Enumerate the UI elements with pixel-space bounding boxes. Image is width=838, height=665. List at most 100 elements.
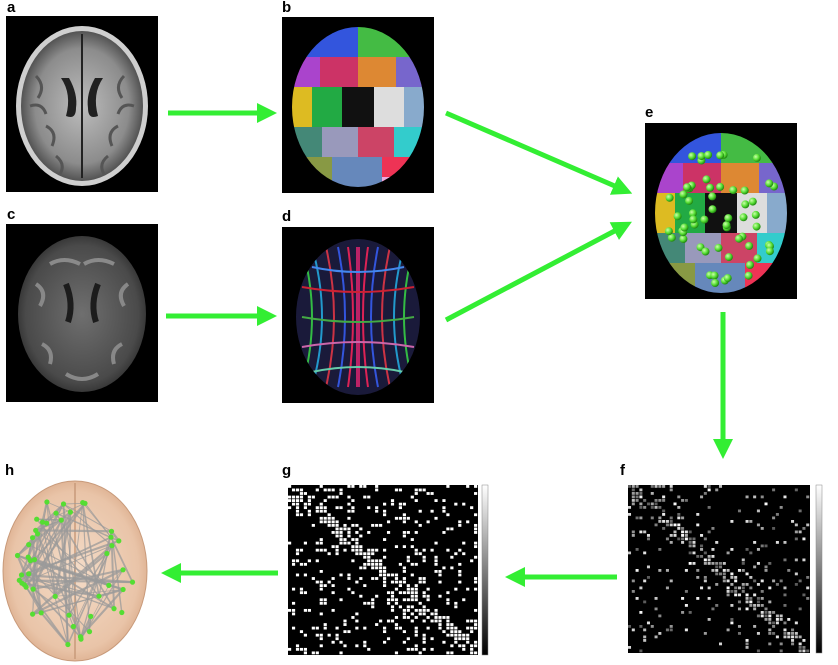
matrix-cell: [798, 530, 802, 534]
matrix-cell: [351, 485, 355, 488]
network-node: [129, 579, 136, 585]
node-sphere: [723, 274, 732, 283]
matrix-cell: [669, 520, 673, 523]
matrix-cell: [363, 584, 367, 587]
matrix-cell: [719, 562, 723, 565]
matrix-cell: [414, 499, 418, 502]
matrix-cell: [794, 572, 798, 576]
matrix-cell: [474, 608, 478, 612]
matrix-cell: [402, 598, 406, 602]
matrix-cell: [798, 509, 802, 513]
matrix-cell: [307, 513, 311, 517]
matrix-cell: [772, 488, 776, 492]
matrix-cell: [426, 598, 430, 602]
matrix-cell: [749, 586, 753, 590]
matrix-cell: [446, 651, 450, 655]
matrix-cell: [434, 559, 438, 563]
matrix-cell: [406, 559, 410, 563]
node-sphere: [700, 215, 709, 224]
matrix-cell: [681, 534, 685, 537]
panel-label-g: g: [282, 462, 292, 479]
matrix-cell: [798, 646, 802, 649]
matrix-cell: [331, 531, 335, 534]
matrix-cell: [371, 601, 375, 605]
matrix-cell: [454, 601, 458, 605]
matrix-cell: [288, 506, 292, 510]
matrix-cell: [367, 559, 371, 563]
matrix-cell: [335, 534, 339, 538]
matrix-cell: [402, 531, 406, 534]
matrix-cell: [303, 562, 307, 566]
network-edge: [79, 615, 92, 638]
matrix-cell: [734, 590, 738, 593]
matrix-cell: [760, 527, 764, 530]
matrix-cell: [438, 573, 442, 577]
matrix-cell: [454, 637, 458, 641]
matrix-cell: [756, 548, 760, 551]
matrix-cell: [764, 611, 768, 614]
matrix-cell: [753, 565, 757, 569]
matrix-cell: [315, 509, 319, 513]
node-sphere: [741, 200, 750, 209]
matrix-cell: [315, 626, 319, 630]
matrix-cell: [303, 651, 307, 655]
matrix-cell: [351, 499, 355, 502]
matrix-cell: [639, 502, 643, 506]
matrix-cell: [386, 520, 391, 524]
node-sphere: [765, 179, 774, 188]
matrix-cell: [458, 562, 462, 566]
matrix-cell: [756, 509, 760, 513]
matrix-cell: [446, 513, 450, 517]
node-sphere: [710, 271, 719, 280]
matrix-cell: [371, 566, 375, 570]
matrix-cell: [654, 523, 658, 527]
matrix-cell: [347, 573, 351, 577]
matrix-cell: [794, 523, 798, 527]
matrix-cell: [422, 637, 426, 641]
matrix-cell: [383, 570, 387, 573]
matrix-cell: [335, 527, 339, 531]
matrix-cell: [398, 580, 402, 584]
matrix-cell: [303, 573, 307, 577]
matrix-cell: [390, 591, 395, 595]
panel-label-b: b: [282, 0, 292, 16]
matrix-cell: [351, 509, 355, 513]
matrix-cell: [394, 573, 399, 577]
matrix-cell: [745, 646, 749, 649]
matrix-cell: [745, 572, 749, 576]
matrix-cell: [737, 607, 741, 611]
matrix-cell: [802, 646, 806, 649]
matrix-cell: [635, 569, 639, 572]
matrix-cell: [371, 562, 375, 566]
matrix-cell: [414, 644, 418, 648]
matrix-cell: [347, 541, 351, 545]
dwi-image: [6, 224, 158, 402]
matrix-cell: [775, 583, 779, 586]
matrix-cell: [635, 499, 639, 502]
matrix-cell: [434, 616, 438, 619]
network-nodes: [14, 499, 136, 648]
matrix-cell: [741, 562, 745, 565]
panel-label-f: f: [620, 462, 625, 479]
matrix-cell: [414, 492, 418, 495]
matrix-cell: [749, 551, 753, 555]
node-sphere: [752, 222, 761, 231]
matrix-cell: [319, 502, 323, 506]
matrix-cell: [402, 502, 406, 506]
matrix-cell: [343, 548, 347, 552]
node-sphere: [679, 190, 688, 199]
network-node: [82, 500, 88, 506]
matrix-cell: [434, 541, 438, 545]
panel-label-d: d: [282, 208, 292, 225]
node-sphere: [685, 196, 694, 205]
matrix-cell: [639, 530, 643, 534]
matrix-cell: [418, 488, 422, 492]
matrix-cell: [426, 626, 430, 630]
network-node: [120, 586, 126, 593]
matrix-cell: [734, 579, 738, 583]
matrix-cell: [681, 611, 685, 614]
matrix-cell: [438, 626, 442, 630]
matrix-cell: [772, 632, 776, 635]
node-sphere: [729, 186, 738, 195]
matrix-cell: [749, 520, 753, 523]
